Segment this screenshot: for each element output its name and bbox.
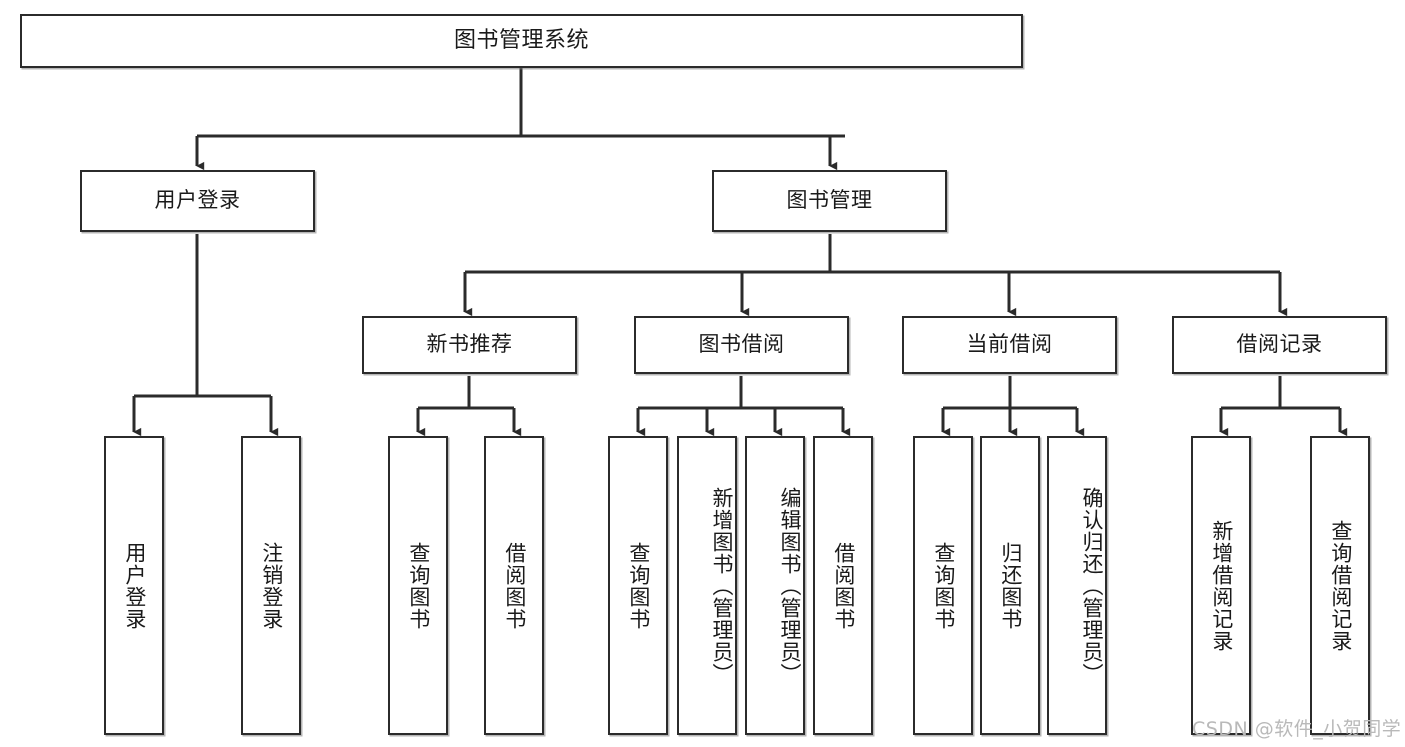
leaf-user-login[interactable]: 用户登录 bbox=[104, 436, 164, 735]
node-new-book-rec-label: 新书推荐 bbox=[426, 332, 513, 357]
node-borrow-record[interactable]: 借阅记录 bbox=[1172, 316, 1387, 374]
leaf-user-logout-label: 注销登录 bbox=[259, 541, 284, 630]
leaf-confirm-return-label: 确认归还（管理员） bbox=[1080, 486, 1104, 685]
leaf-add-record-label: 新增借阅记录 bbox=[1209, 519, 1234, 652]
leaf-edit-book[interactable]: 编辑图书（管理员） bbox=[745, 436, 805, 735]
leaf-query-book-rec-label: 查询图书 bbox=[406, 541, 431, 630]
node-book-manage-label: 图书管理 bbox=[786, 188, 873, 213]
node-new-book-rec[interactable]: 新书推荐 bbox=[362, 316, 577, 374]
node-user-login[interactable]: 用户登录 bbox=[80, 170, 315, 232]
leaf-borrow-book-rec-label: 借阅图书 bbox=[502, 541, 527, 630]
node-current-borrow[interactable]: 当前借阅 bbox=[902, 316, 1117, 374]
leaf-query-book-cur[interactable]: 查询图书 bbox=[913, 436, 973, 735]
node-book-manage[interactable]: 图书管理 bbox=[712, 170, 947, 232]
leaf-query-book-cur-label: 查询图书 bbox=[931, 541, 956, 630]
node-book-borrow-label: 图书借阅 bbox=[698, 332, 785, 357]
node-root[interactable]: 图书管理系统 bbox=[20, 14, 1023, 68]
node-user-login-label: 用户登录 bbox=[154, 188, 241, 213]
leaf-borrow-book[interactable]: 借阅图书 bbox=[813, 436, 873, 735]
leaf-return-book-label: 归还图书 bbox=[998, 541, 1023, 630]
leaf-borrow-book-rec[interactable]: 借阅图书 bbox=[484, 436, 544, 735]
node-root-label: 图书管理系统 bbox=[453, 27, 589, 53]
leaf-borrow-book-label: 借阅图书 bbox=[831, 541, 856, 630]
leaf-query-record-label: 查询借阅记录 bbox=[1328, 519, 1353, 652]
leaf-user-login-label: 用户登录 bbox=[122, 541, 147, 630]
leaf-confirm-return[interactable]: 确认归还（管理员） bbox=[1047, 436, 1107, 735]
node-book-borrow[interactable]: 图书借阅 bbox=[634, 316, 849, 374]
leaf-add-record[interactable]: 新增借阅记录 bbox=[1191, 436, 1251, 735]
node-borrow-record-label: 借阅记录 bbox=[1236, 332, 1323, 357]
node-current-borrow-label: 当前借阅 bbox=[966, 332, 1053, 357]
leaf-query-book-borrow-label: 查询图书 bbox=[626, 541, 651, 630]
leaf-add-book-label: 新增图书（管理员） bbox=[710, 486, 734, 685]
leaf-return-book[interactable]: 归还图书 bbox=[980, 436, 1040, 735]
leaf-user-logout[interactable]: 注销登录 bbox=[241, 436, 301, 735]
leaf-query-record[interactable]: 查询借阅记录 bbox=[1310, 436, 1370, 735]
leaf-query-book-rec[interactable]: 查询图书 bbox=[388, 436, 448, 735]
leaf-query-book-borrow[interactable]: 查询图书 bbox=[608, 436, 668, 735]
leaf-add-book[interactable]: 新增图书（管理员） bbox=[677, 436, 737, 735]
leaf-edit-book-label: 编辑图书（管理员） bbox=[778, 486, 802, 685]
